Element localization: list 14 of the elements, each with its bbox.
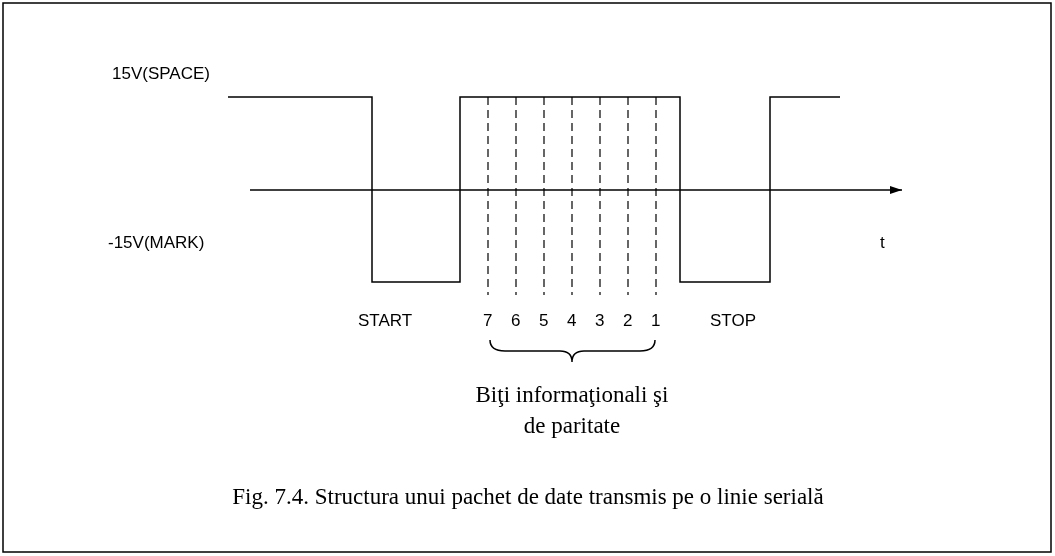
voltage-level-label: -15V(MARK) <box>108 233 205 253</box>
bit-number: 4 <box>567 311 577 331</box>
bit-number: 1 <box>651 311 661 331</box>
bit-number: 2 <box>623 311 633 331</box>
brace-label: Biţi informaţionali şi de paritate <box>474 381 670 440</box>
bit-number: 6 <box>511 311 521 331</box>
bit-number: 5 <box>539 311 549 331</box>
bit-label: STOP <box>710 311 756 331</box>
time-axis-label: t <box>880 233 885 253</box>
voltage-level-label: 15V(SPACE) <box>112 64 210 84</box>
bit-number: 3 <box>595 311 605 331</box>
bit-number: 7 <box>483 311 493 331</box>
figure-caption: Fig. 7.4. Structura unui pachet de date transmis pe o linie serială <box>231 483 825 511</box>
bit-label: START <box>358 311 413 331</box>
